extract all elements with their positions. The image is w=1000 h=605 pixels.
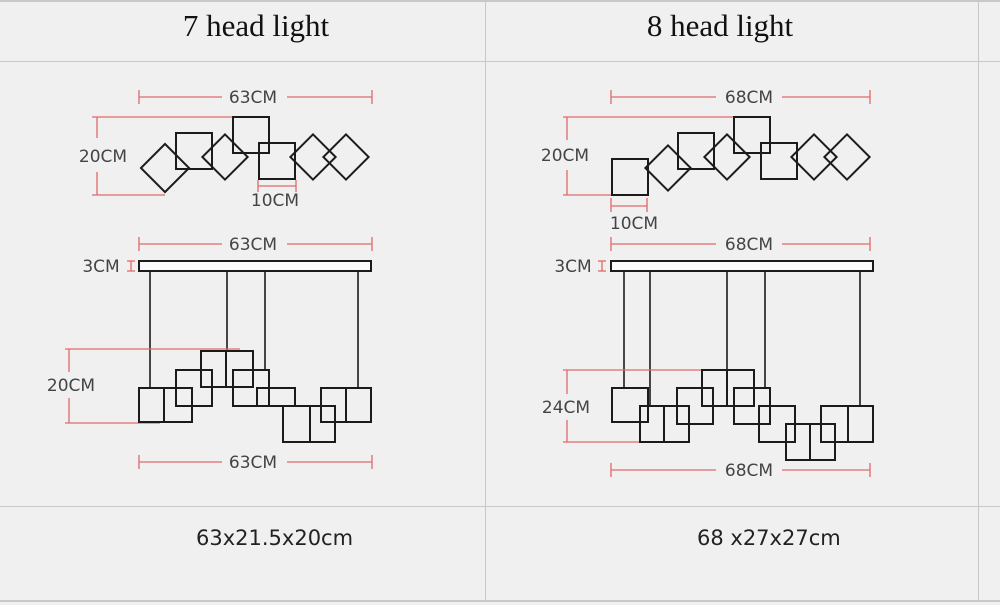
side-top-width-label-8: 68CM <box>725 235 773 255</box>
column-title-8-head: 8 head light <box>646 8 794 43</box>
grid-header-divider <box>0 61 1000 62</box>
grid-footer-divider <box>0 506 1000 507</box>
grid-right-border <box>978 0 979 602</box>
spec-7-head: 63x21.5x20cm <box>196 526 354 550</box>
side-top-width-label-7: 63CM <box>229 235 277 255</box>
side-view-7-head: 63CM 3CM 20CM 63CM <box>47 235 373 473</box>
side-view-8-head: 68CM 3CM 24CM 68CM <box>542 235 874 481</box>
top-view-8-head: 68CM 20CM 10CM <box>541 88 872 234</box>
drop-label-7: 20CM <box>47 376 95 396</box>
column-title-7-head: 7 head light <box>182 8 330 43</box>
side-bottom-width-label-7: 63CM <box>229 453 277 473</box>
top-spacing-label-7: 10CM <box>251 191 299 211</box>
side-bottom-width-label-8: 68CM <box>725 461 773 481</box>
top-view-7-head: 63CM 20CM 10CM <box>79 88 373 211</box>
top-height-label-7: 20CM <box>79 147 127 167</box>
drop-label-8: 24CM <box>542 398 590 418</box>
top-height-label-8: 20CM <box>541 146 589 166</box>
spec-8-head: 68 x27x27cm <box>697 526 841 550</box>
top-width-label-8: 68CM <box>725 88 773 108</box>
top-width-label-7: 63CM <box>229 88 277 108</box>
grid-column-divider <box>485 0 486 602</box>
bar-height-label-8: 3CM <box>554 257 591 277</box>
top-spacing-label-8: 10CM <box>610 214 658 234</box>
grid-bottom-border <box>0 600 1000 602</box>
grid-top-border <box>0 0 1000 2</box>
bar-height-label-7: 3CM <box>82 257 119 277</box>
